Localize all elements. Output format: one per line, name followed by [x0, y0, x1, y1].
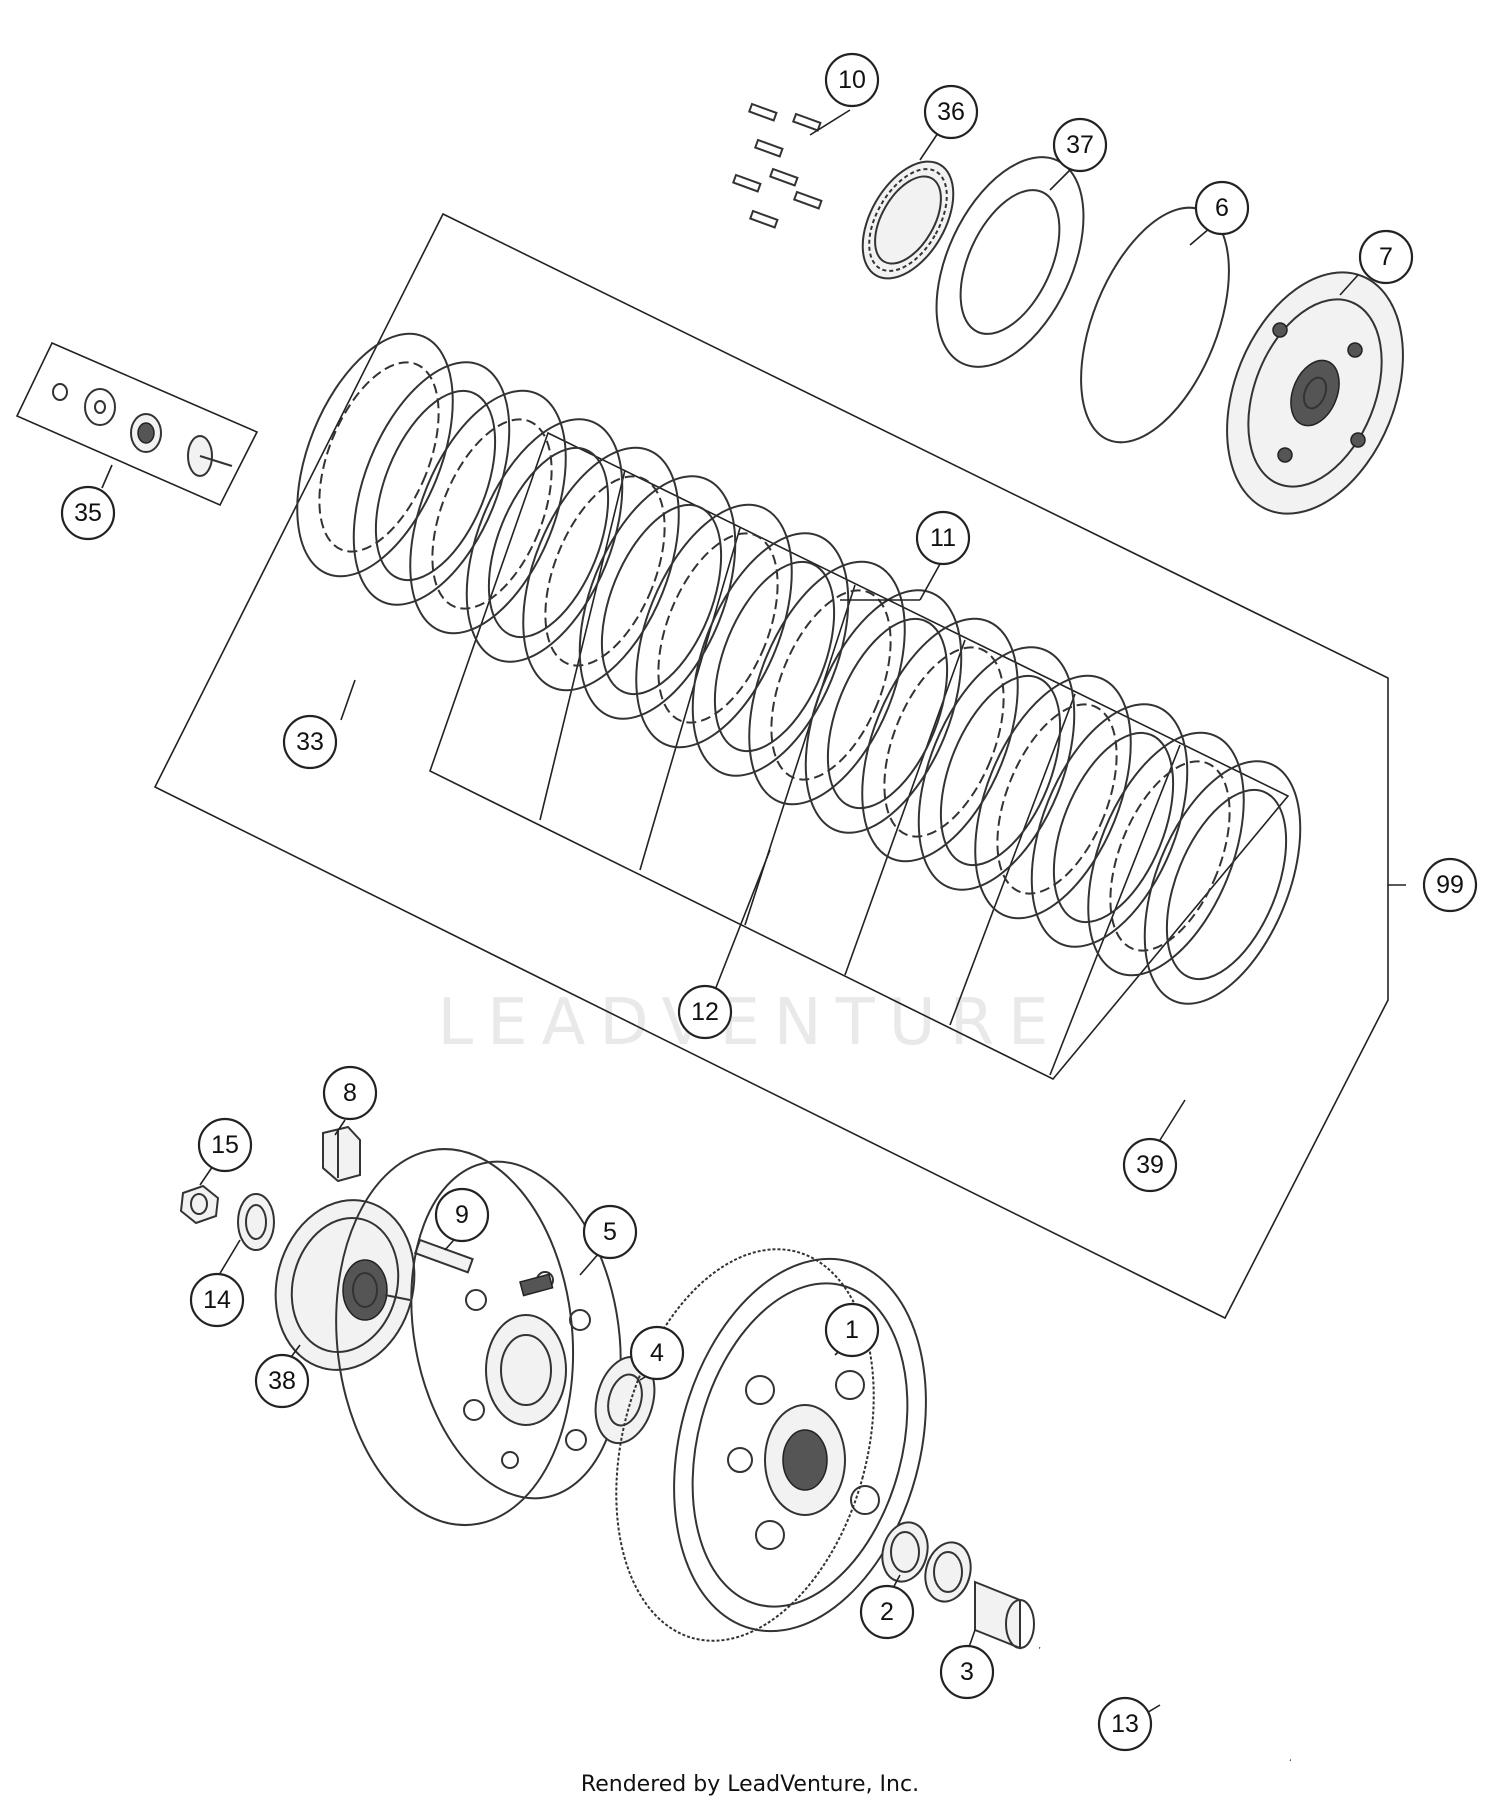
callout-12: 12 — [677, 984, 733, 1040]
callout-label: 8 — [343, 1079, 357, 1107]
lock-washer-14 — [237, 1193, 275, 1251]
pin-9 — [413, 1238, 474, 1274]
friction-plate — [1087, 731, 1245, 977]
kit-frame-35 — [15, 341, 259, 507]
steel-plate — [1030, 703, 1189, 948]
callout-label: 6 — [1215, 194, 1229, 222]
callout-36: 36 — [923, 84, 979, 140]
callout-1: 1 — [824, 1302, 880, 1358]
steel-plate — [804, 589, 963, 834]
friction-plate — [409, 389, 567, 635]
callout-label: 15 — [211, 1131, 239, 1159]
callout-99: 99 — [1422, 857, 1478, 913]
hub-assembly-38 — [274, 1199, 416, 1371]
steel-plate — [578, 475, 737, 720]
screws-10 — [731, 102, 823, 229]
washer-37 — [935, 156, 1085, 368]
steel-plate — [1143, 760, 1302, 1005]
callout-label: 12 — [691, 998, 719, 1026]
callout-7: 7 — [1358, 229, 1414, 285]
pressure-plate-7 — [1226, 271, 1404, 515]
callout-37: 37 — [1052, 117, 1108, 173]
callout-label: 33 — [296, 728, 324, 756]
callout-13: 13 — [1097, 1696, 1153, 1752]
callout-3: 3 — [939, 1644, 995, 1700]
callout-8: 8 — [322, 1065, 378, 1121]
callout-label: 11 — [930, 524, 956, 552]
steel-plate — [352, 361, 511, 606]
callout-label: 36 — [937, 98, 965, 126]
callout-5: 5 — [582, 1204, 638, 1260]
nut-15 — [179, 1184, 220, 1225]
callout-label: 99 — [1436, 871, 1464, 899]
steel-plate — [465, 418, 624, 663]
thrust-bearing-36 — [861, 160, 955, 280]
callout-2: 2 — [859, 1584, 915, 1640]
friction-plate — [974, 674, 1132, 920]
friction-plate — [748, 560, 906, 806]
friction-plate — [861, 617, 1019, 863]
clutch-plates — [296, 332, 1302, 1005]
callout-label: 3 — [960, 1658, 974, 1686]
callout-label: 35 — [74, 499, 102, 527]
sleeve-3 — [974, 1580, 1035, 1650]
friction-plate — [522, 446, 680, 692]
callout-14: 14 — [189, 1272, 245, 1328]
callout-15: 15 — [197, 1117, 253, 1173]
callout-11: 11 — [915, 510, 971, 566]
callout-33: 33 — [282, 714, 338, 770]
kit-35-parts — [52, 383, 233, 477]
callout-label: 14 — [203, 1286, 231, 1314]
push-rod-13 — [1039, 1646, 1291, 1762]
footer-credit: Rendered by LeadVenture, Inc. — [580, 1772, 920, 1797]
callout-9: 9 — [434, 1187, 490, 1243]
watermark: LEADVENTURE — [438, 986, 1063, 1060]
callout-label: 13 — [1111, 1710, 1139, 1738]
friction-plate — [635, 503, 793, 749]
assembly-frame-99 — [153, 212, 1389, 1320]
outer-basket-1 — [615, 1248, 927, 1642]
callout-label: 38 — [268, 1367, 296, 1395]
damper-8 — [322, 1125, 361, 1183]
callout-label: 39 — [1136, 1151, 1164, 1179]
callout-39: 39 — [1122, 1137, 1178, 1193]
inner-hub-5 — [335, 1148, 622, 1527]
callout-label: 9 — [455, 1201, 469, 1229]
callout-4: 4 — [629, 1325, 685, 1381]
callout-35: 35 — [60, 485, 116, 541]
callout-10: 10 — [824, 52, 880, 108]
callout-label: 10 — [838, 66, 866, 94]
callout-6: 6 — [1194, 180, 1250, 236]
callout-38: 38 — [254, 1353, 310, 1409]
callout-label: 7 — [1379, 243, 1393, 271]
callout-label: 37 — [1066, 131, 1094, 159]
callout-label: 2 — [880, 1598, 894, 1626]
watermark-text: LEADVENTURE — [438, 986, 1063, 1060]
bushing-2 — [881, 1521, 972, 1603]
steel-plate — [691, 532, 850, 777]
plate-group-frame — [429, 431, 1290, 1080]
callout-label: 5 — [603, 1218, 617, 1246]
callout-label: 4 — [650, 1339, 664, 1367]
steel-plate — [917, 646, 1076, 891]
callout-label: 1 — [845, 1316, 859, 1344]
friction-plate — [296, 332, 454, 578]
